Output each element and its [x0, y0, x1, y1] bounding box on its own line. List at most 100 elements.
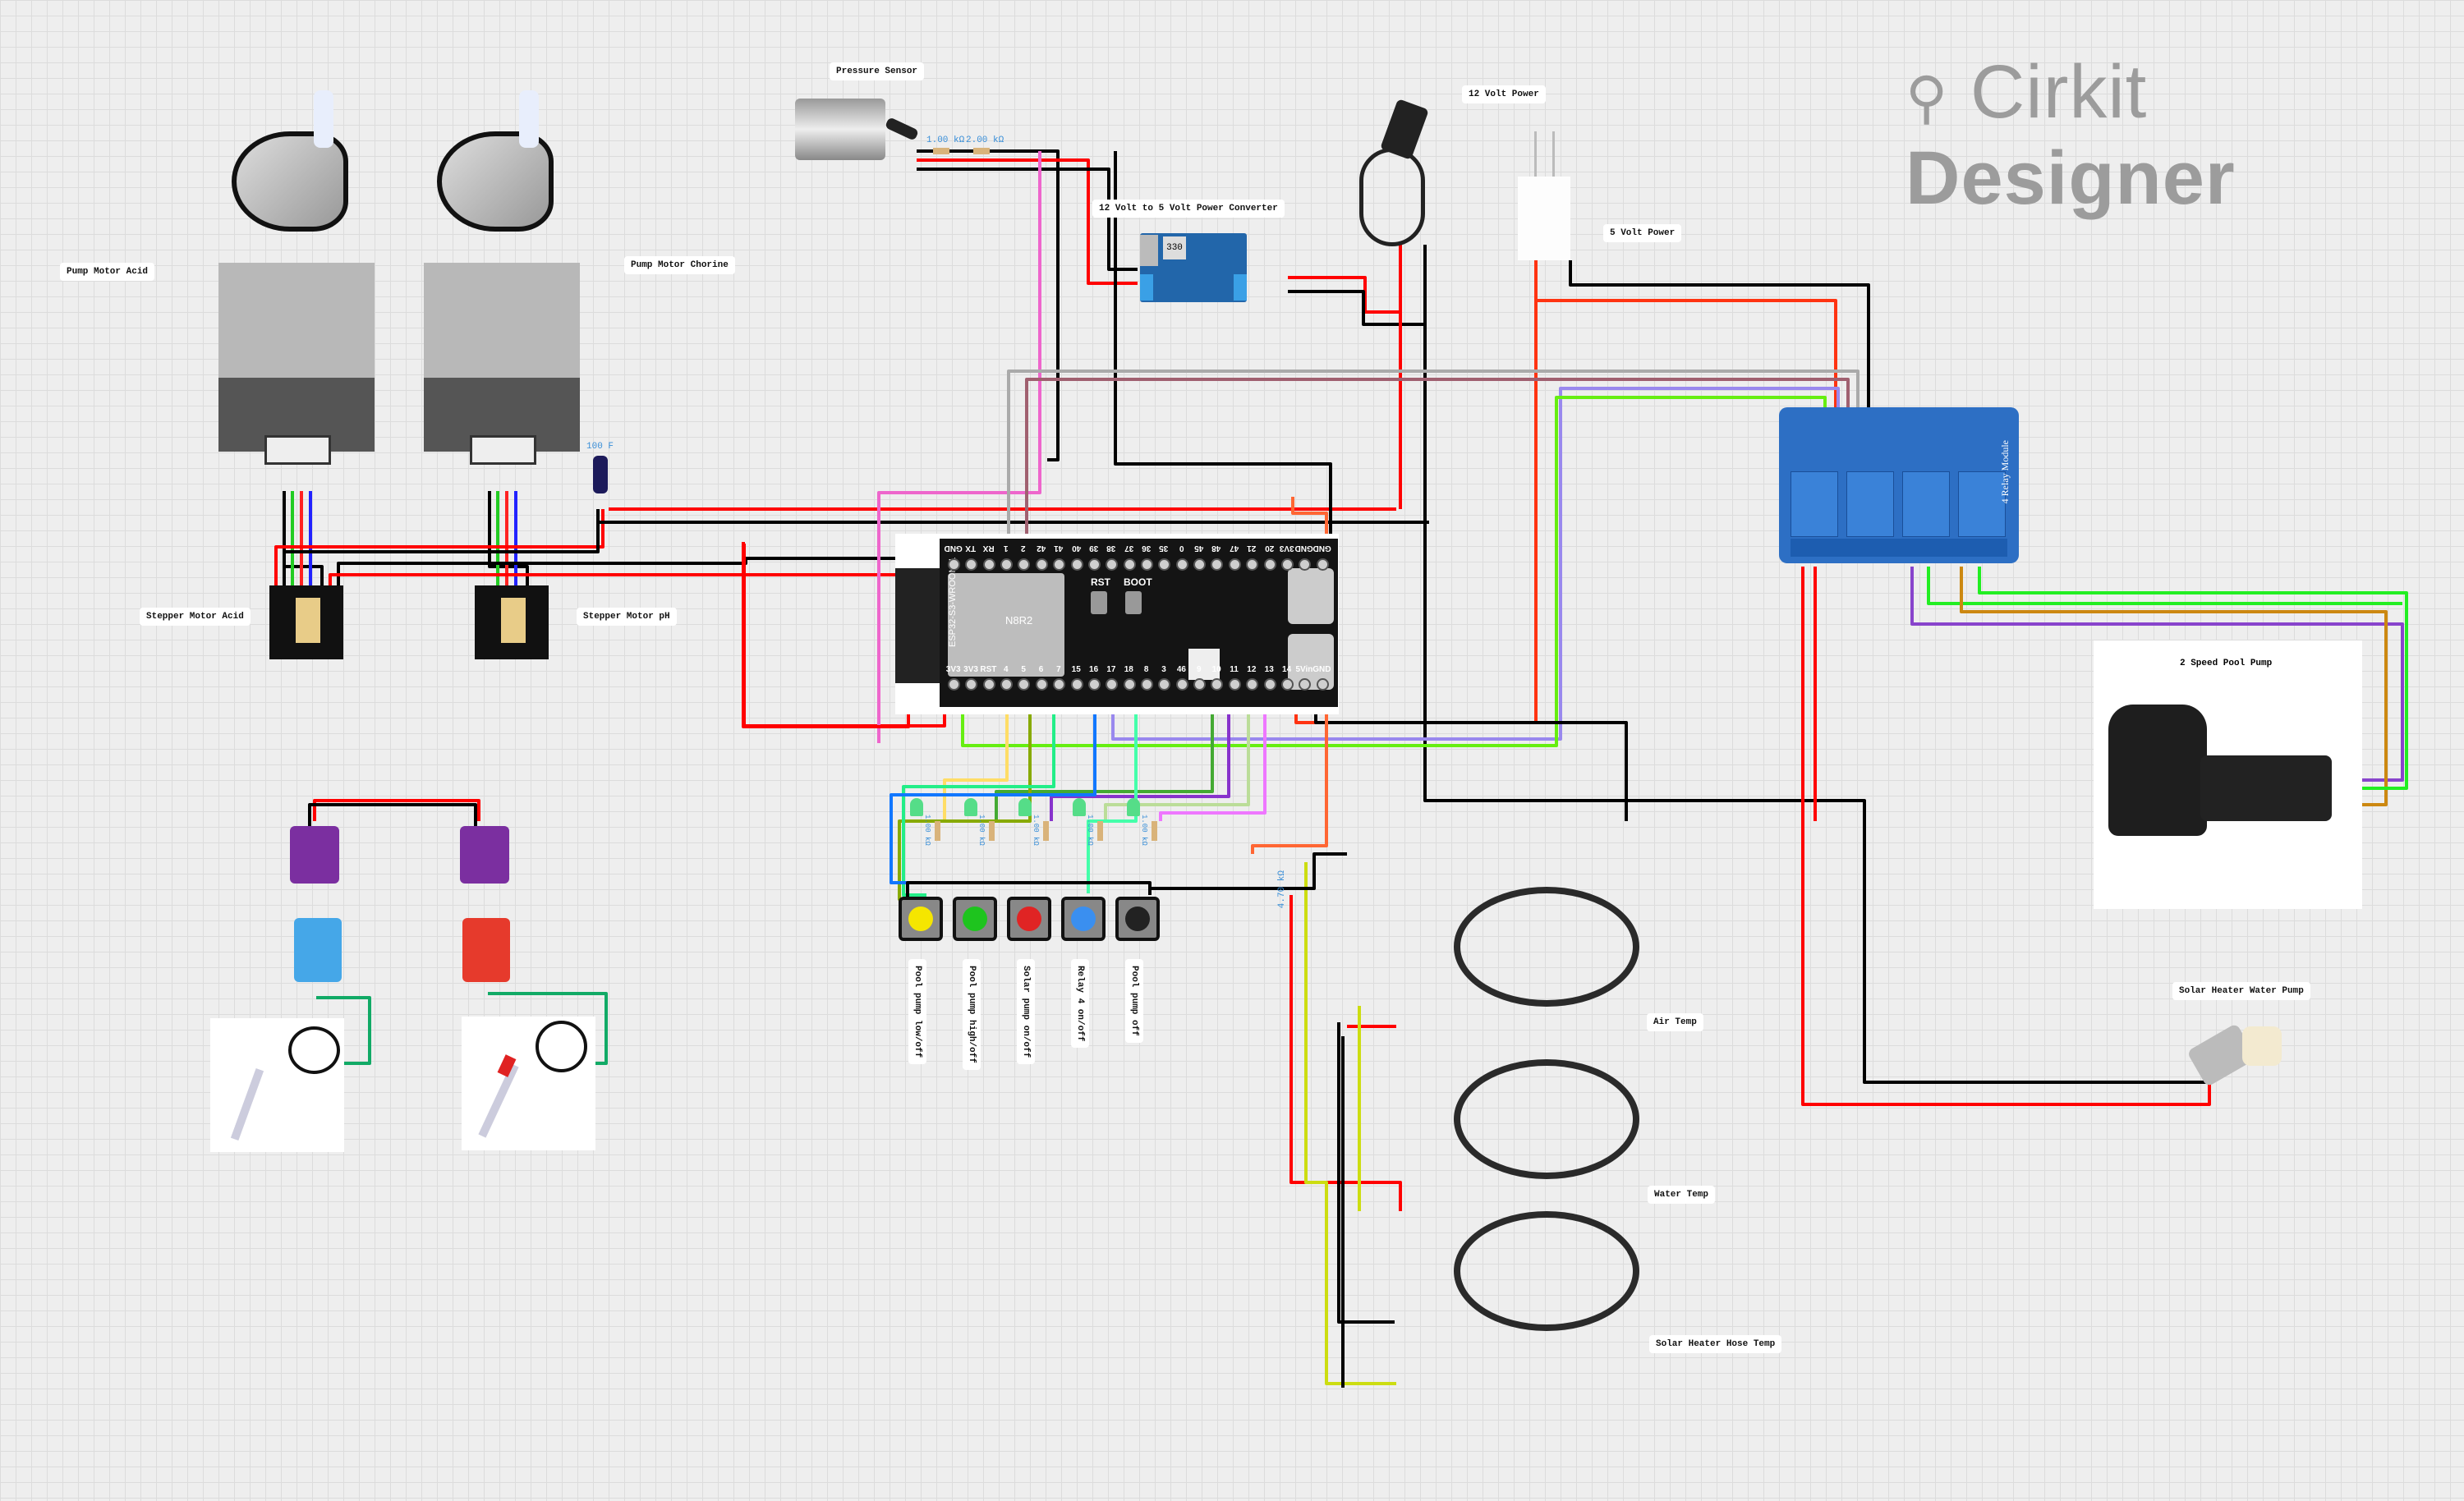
esp32-pin[interactable]	[1123, 558, 1136, 571]
stepper-driver-acid[interactable]	[269, 585, 343, 659]
status-led	[964, 798, 977, 816]
esp32-pin[interactable]	[965, 558, 978, 571]
relay-module-4ch[interactable]: 4 Relay Module	[1779, 407, 2019, 563]
button-cap	[908, 907, 933, 931]
push-button[interactable]	[1007, 897, 1051, 941]
esp32-pin[interactable]	[1280, 678, 1294, 691]
esp32-pin[interactable]	[948, 558, 960, 571]
esp32-pin[interactable]	[1246, 558, 1259, 571]
esp32-pin[interactable]	[1053, 558, 1066, 571]
temp-probe-solar-hose[interactable]	[1454, 1211, 1639, 1331]
peristaltic-head	[232, 131, 348, 232]
wire	[1801, 567, 2211, 1106]
esp32-pin[interactable]	[1246, 678, 1259, 691]
esp32-pin-label: 3	[1161, 665, 1166, 674]
isolator-ph[interactable]	[460, 826, 509, 884]
esp32-pin[interactable]	[982, 678, 995, 691]
push-button[interactable]	[1115, 897, 1160, 941]
push-button[interactable]	[899, 897, 943, 941]
esp32-pin[interactable]	[1263, 678, 1276, 691]
esp32-pin[interactable]	[1299, 678, 1312, 691]
input-terminal[interactable]	[1140, 274, 1153, 301]
esp32-pin[interactable]	[1211, 558, 1224, 571]
stepper-driver-ph[interactable]	[475, 585, 549, 659]
esp32-pin[interactable]	[1018, 558, 1031, 571]
esp32-pin[interactable]	[1299, 558, 1312, 571]
orp-probe[interactable]	[210, 1018, 344, 1152]
power-adapter-5v[interactable]	[1518, 177, 1570, 260]
wire	[1104, 714, 1250, 821]
esp32-pin[interactable]	[1035, 678, 1048, 691]
relay-module-text: 4 Relay Module	[1999, 440, 2011, 504]
esp32-pin[interactable]	[1158, 678, 1171, 691]
isolator-orp[interactable]	[290, 826, 339, 884]
esp32-pin[interactable]	[1175, 678, 1188, 691]
esp32-pin[interactable]	[1106, 558, 1119, 571]
esp32-pin[interactable]	[1158, 558, 1171, 571]
button-label: Pool pump low/off	[908, 959, 926, 1065]
esp32-pin[interactable]	[1141, 678, 1153, 691]
motor-connector	[470, 435, 536, 465]
esp32-pin[interactable]	[1228, 558, 1241, 571]
temp-probe-air[interactable]	[1454, 887, 1639, 1007]
esp32-pin[interactable]	[1175, 558, 1188, 571]
led-resistor	[1152, 821, 1157, 841]
esp32-pin[interactable]	[1070, 678, 1083, 691]
wire	[995, 714, 1214, 821]
tube-fittings	[519, 90, 539, 148]
pump-motor-acid[interactable]	[215, 82, 379, 468]
esp32-pin[interactable]	[1263, 558, 1276, 571]
push-button[interactable]	[1061, 897, 1106, 941]
esp32-pin[interactable]	[1087, 558, 1101, 571]
resistor-2k-label: 2.00 kΩ	[966, 135, 1004, 145]
power-converter[interactable]: 330	[1140, 233, 1247, 302]
temp-probe-water[interactable]	[1454, 1059, 1639, 1179]
esp32-pin[interactable]	[1280, 558, 1294, 571]
wire	[1087, 714, 1138, 893]
led-resistor	[1043, 821, 1049, 841]
ph-meter-board[interactable]	[462, 918, 510, 982]
wire	[902, 714, 1055, 897]
esp32-pin[interactable]	[1141, 558, 1153, 571]
orp-meter-board[interactable]	[294, 918, 342, 982]
esp32-pin[interactable]	[1316, 558, 1329, 571]
esp32-pin[interactable]	[1053, 678, 1066, 691]
wire	[1289, 895, 1402, 1211]
esp32-pin[interactable]	[1193, 678, 1207, 691]
esp32-pin[interactable]	[1087, 678, 1101, 691]
usb-c-port-1[interactable]	[1288, 568, 1334, 624]
wire	[961, 396, 1827, 747]
esp32-pin[interactable]	[1228, 678, 1241, 691]
esp32-pin[interactable]	[948, 678, 960, 691]
esp32-pin[interactable]	[1035, 558, 1048, 571]
ph-probe[interactable]	[462, 1017, 595, 1150]
boot-button[interactable]	[1125, 591, 1142, 614]
wire	[1159, 714, 1266, 821]
esp32-pin[interactable]	[1211, 678, 1224, 691]
pressure-sensor[interactable]	[795, 99, 885, 160]
esp32-pin-label: 3V3	[945, 665, 961, 674]
wire	[1978, 567, 2408, 790]
esp32-pin[interactable]	[1018, 678, 1031, 691]
esp32-pin[interactable]	[965, 678, 978, 691]
capacitor[interactable]	[593, 456, 608, 493]
esp32-pin-label: 6	[1038, 665, 1044, 674]
esp32-pin[interactable]	[1316, 678, 1329, 691]
pump-motor-chlorine[interactable]	[421, 82, 585, 468]
push-button[interactable]	[953, 897, 997, 941]
relay-terminals[interactable]	[1791, 539, 2007, 557]
esp32-pin[interactable]	[1123, 678, 1136, 691]
esp32-pin-label: 10	[1211, 665, 1221, 674]
esp32-pin-label: 13	[1264, 665, 1274, 674]
esp32-pin[interactable]	[982, 558, 995, 571]
esp32-pin-label: 18	[1124, 665, 1133, 674]
output-terminal[interactable]	[1234, 274, 1247, 301]
esp32-pin[interactable]	[1000, 678, 1014, 691]
rst-button[interactable]	[1091, 591, 1107, 614]
esp32-pin[interactable]	[1193, 558, 1207, 571]
esp32-pin[interactable]	[1000, 558, 1014, 571]
esp32-pin[interactable]	[1106, 678, 1119, 691]
esp32-pin[interactable]	[1070, 558, 1083, 571]
pool-pump-card[interactable]: 2 Speed Pool Pump	[2094, 640, 2362, 909]
